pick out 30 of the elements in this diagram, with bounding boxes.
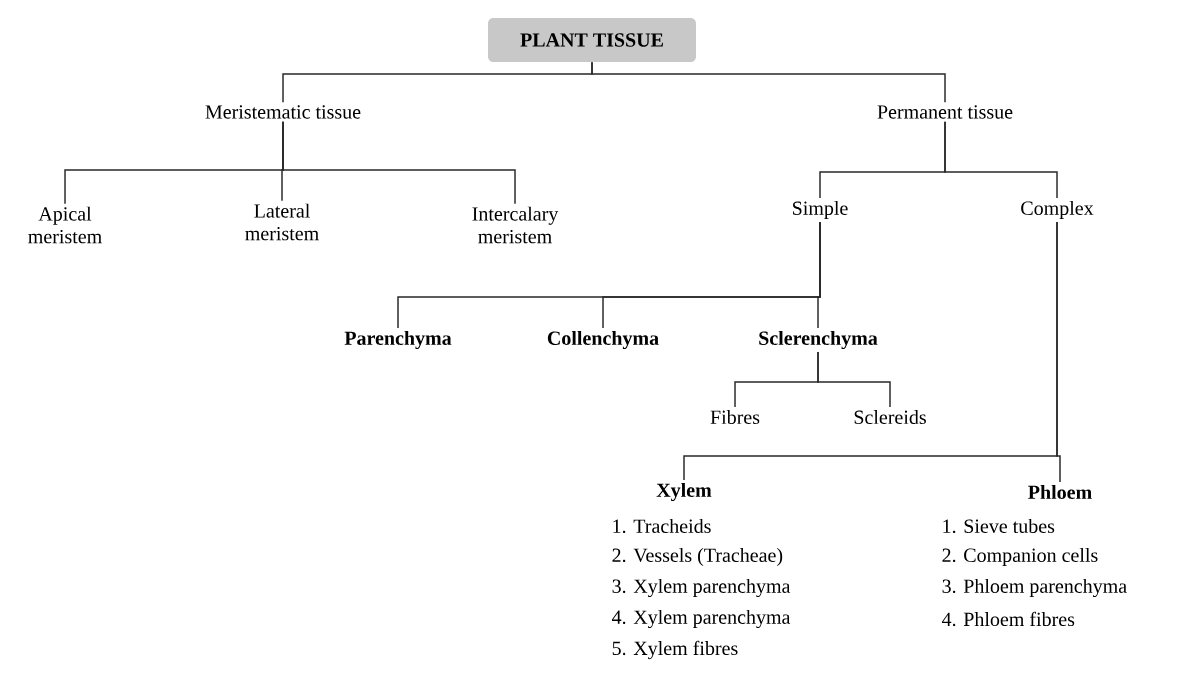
tissue-label: Lateral meristem xyxy=(245,203,319,241)
list-item: 2. Companion cells xyxy=(942,547,1098,567)
tissue-label: Collenchyma xyxy=(547,330,659,350)
tissue-label: Sclerenchyma xyxy=(759,330,878,350)
connector xyxy=(1056,221,1061,483)
connector xyxy=(944,120,1058,199)
list-item: 3. Xylem parenchyma xyxy=(612,578,791,598)
tissue-label: Sclereids xyxy=(854,409,926,424)
connector xyxy=(282,120,516,205)
tissue-label: Intercalary meristem xyxy=(472,206,559,244)
connector xyxy=(591,61,946,104)
tissue-label: Apical meristem xyxy=(28,206,102,244)
tissue-label: Xylem xyxy=(656,482,712,502)
title-box: PLANT TISSUE xyxy=(488,18,696,62)
category-label: Simple xyxy=(793,200,848,220)
connector xyxy=(817,351,891,408)
tissue-label: Parenchyma xyxy=(344,330,452,350)
list-item: 2. Vessels (Tracheae) xyxy=(612,547,783,567)
tissue-label: Phloem xyxy=(1028,484,1092,499)
list-item: 4. Xylem parenchyma xyxy=(612,609,791,629)
category-label: Permanent tissue xyxy=(877,105,1013,119)
category-label: Meristematic tissue xyxy=(205,105,361,119)
tissue-label: Fibres xyxy=(710,409,760,424)
list-item: 1. Tracheids xyxy=(613,518,711,534)
list-item: 3. Phloem parenchyma xyxy=(942,578,1127,598)
list-item: 1. Sieve tubes xyxy=(943,518,1055,534)
connector xyxy=(817,221,821,329)
list-item: 5. Xylem fibres xyxy=(612,640,738,660)
category-label: Complex xyxy=(1021,200,1094,220)
list-item: 4. Phloem fibres xyxy=(942,611,1075,627)
